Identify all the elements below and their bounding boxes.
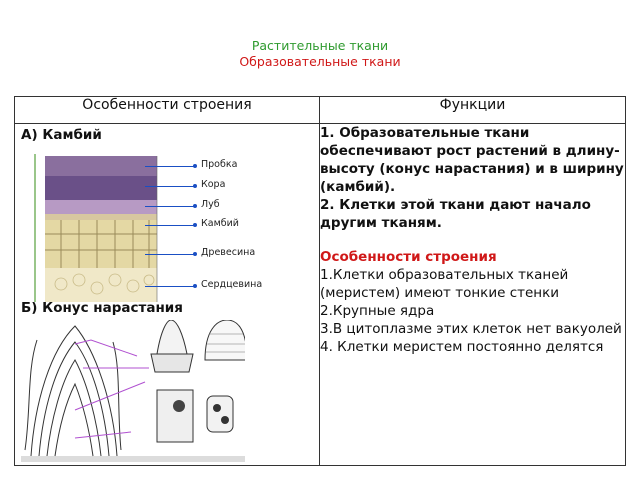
function-1: 1. Образовательные ткани обеспечивают ро… bbox=[320, 125, 624, 195]
structure-item-2: 2.Крупные ядра bbox=[320, 303, 435, 319]
functions-cell: 1. Образовательные ткани обеспечивают ро… bbox=[319, 123, 626, 466]
label-probka: Пробка bbox=[201, 159, 238, 170]
callout-dot bbox=[193, 184, 197, 188]
header-structure: Особенности строения bbox=[14, 96, 320, 124]
callout-dot bbox=[193, 252, 197, 256]
callout-dot bbox=[193, 284, 197, 288]
label-kora: Кора bbox=[201, 179, 226, 190]
callout-dot bbox=[193, 164, 197, 168]
structure-heading: Особенности строения bbox=[320, 249, 497, 265]
label-lub: Луб bbox=[201, 199, 220, 210]
growth-cone-illustration bbox=[21, 320, 245, 462]
structure-item-1: 1.Клетки образовательных тканей (меристе… bbox=[320, 267, 569, 301]
structure-item-3: 3.В цитоплазме этих клеток нет вакуолей bbox=[320, 321, 622, 337]
page-subtitle: Образовательные ткани bbox=[239, 54, 401, 69]
callout-dot bbox=[193, 223, 197, 227]
title-block: Растительные ткани Образовательные ткани bbox=[0, 38, 640, 70]
structure-cell: А) Камбий bbox=[14, 123, 320, 466]
section-a-label: А) Камбий bbox=[21, 127, 102, 143]
section-b-label: Б) Конус нарастания bbox=[21, 300, 183, 316]
cambium-stem-illustration bbox=[34, 154, 158, 302]
function-2: 2. Клетки этой ткани дают начало другим … bbox=[320, 197, 591, 231]
callout-dot bbox=[193, 204, 197, 208]
structure-item-4: 4. Клетки меристем постоянно делятся bbox=[320, 339, 604, 355]
label-drevesina: Древесина bbox=[201, 247, 256, 258]
header-functions: Функции bbox=[319, 96, 626, 124]
label-serdtsevina: Сердцевина bbox=[201, 279, 263, 290]
comparison-table: Особенности строения Функции А) Камбий bbox=[14, 96, 626, 466]
label-kambiy: Камбий bbox=[201, 218, 239, 229]
page-title: Растительные ткани bbox=[251, 38, 389, 53]
